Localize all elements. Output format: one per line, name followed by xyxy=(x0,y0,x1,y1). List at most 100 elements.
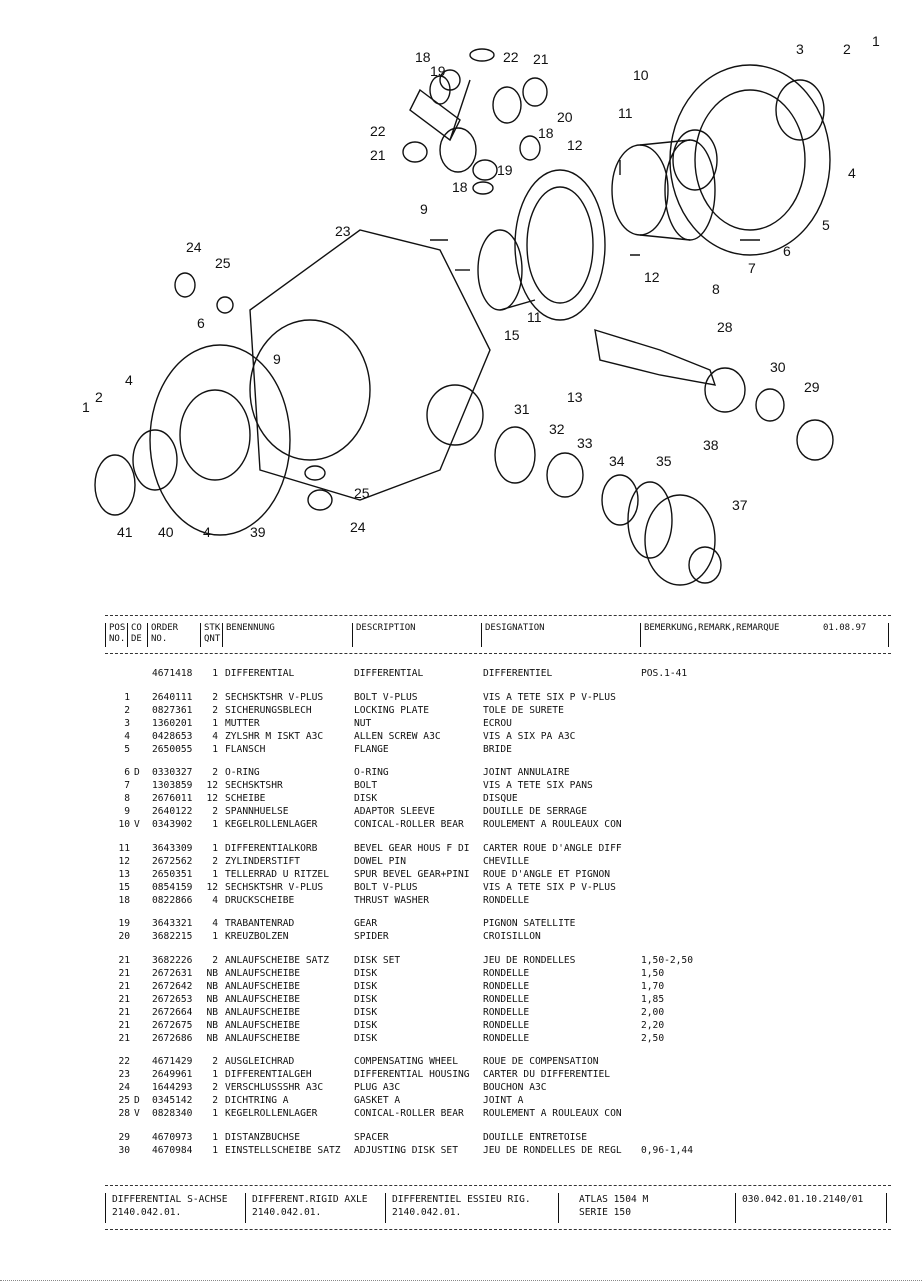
cell-de: TELLERRAD U RITZEL xyxy=(225,868,329,880)
callout-label: 35 xyxy=(656,453,672,469)
cell-pos: 11 xyxy=(118,842,130,854)
cell-de: FLANSCH xyxy=(225,743,266,755)
cell-en: CONICAL-ROLLER BEAR xyxy=(354,1108,464,1119)
cell-fr: JEU DE RONDELLES DE REGL xyxy=(483,1144,622,1156)
cell-pos: 13 xyxy=(118,868,130,880)
cell-order: 4670984 xyxy=(152,1144,193,1156)
cell-en: BOLT V-PLUS xyxy=(354,691,418,703)
cell-qty: NB xyxy=(206,1032,218,1044)
callout-label: 12 xyxy=(567,137,583,153)
cell-order: 0854159 xyxy=(152,881,193,893)
cell-en: LOCKING PLATE xyxy=(354,704,430,716)
cell-qty: 2 xyxy=(212,691,218,703)
cell-order: 2640122 xyxy=(152,806,193,817)
col-designation: DESIGNATION xyxy=(481,623,545,647)
cell-fr: PIGNON SATELLITE xyxy=(483,918,576,929)
cell-pos: 25 xyxy=(118,1095,130,1106)
cell-en: ALLEN SCREW A3C xyxy=(354,730,441,742)
cell-en: DISK SET xyxy=(354,954,401,966)
cell-pos: 21 xyxy=(118,1006,130,1018)
cell-pos: 15 xyxy=(118,881,130,893)
cell-pos: 21 xyxy=(118,1032,130,1044)
cell-de: DRUCKSCHEIBE xyxy=(225,894,295,906)
cell-order: 3643309 xyxy=(152,842,193,854)
cell-fr: ECROU xyxy=(483,717,512,729)
cell-fr: ROULEMENT A ROULEAUX CON xyxy=(483,1108,622,1119)
cell-qty: 1 xyxy=(212,1144,218,1156)
cell-qty: 1 xyxy=(212,743,218,755)
cell-de: EINSTELLSCHEIBE SATZ xyxy=(225,1144,341,1156)
cell-fr: TOLE DE SURETE xyxy=(483,704,564,716)
callout-label: 1 xyxy=(872,33,880,49)
callout-label: 34 xyxy=(609,453,625,469)
callout-label: 9 xyxy=(420,201,428,217)
cell-de: ANLAUFSCHEIBE xyxy=(225,980,301,992)
cell-qty: NB xyxy=(206,1006,218,1018)
callout-label: 39 xyxy=(250,524,266,540)
cell-fr: VIS A TETE SIX P V-PLUS xyxy=(483,691,616,703)
cell-de: DIFFERENTIALGEH xyxy=(225,1069,312,1080)
cell-fr: VIS A TETE SIX P V-PLUS xyxy=(483,881,616,893)
cell-en: DISK xyxy=(354,793,378,804)
cell-order: 0828340 xyxy=(152,1108,193,1119)
cell-qty: 2 xyxy=(212,855,218,867)
callout-label: 4 xyxy=(125,372,133,388)
cell-qty: 2 xyxy=(212,1082,218,1093)
cell-qty: NB xyxy=(206,1019,218,1031)
cell-de: SECHSKTSHR V-PLUS xyxy=(225,881,324,893)
cell-qty: 4 xyxy=(212,894,218,906)
cell-fr: VIS A SIX PA A3C xyxy=(483,730,576,742)
cell-en: SPUR BEVEL GEAR+PINI xyxy=(354,868,470,880)
cell-en: DISK xyxy=(354,980,378,992)
cell-co: V xyxy=(134,819,140,830)
cell-remark: POS.1-41 xyxy=(641,668,688,679)
cell-fr: RONDELLE xyxy=(483,1032,530,1044)
cell-qty: 12 xyxy=(206,881,218,893)
cell-pos: 21 xyxy=(118,967,130,979)
cell-de: ZYLSHR M ISKT A3C xyxy=(225,730,324,742)
callout-label: 30 xyxy=(770,359,786,375)
cell-qty: NB xyxy=(206,993,218,1005)
cell-de: ZYLINDERSTIFT xyxy=(225,855,301,867)
footer-bottom-rule xyxy=(105,1229,891,1230)
cell-fr: JOINT A xyxy=(483,1095,524,1106)
cell-en: DISK xyxy=(354,1019,378,1031)
cell-en: SPACER xyxy=(354,1131,389,1143)
callout-label: 31 xyxy=(514,401,530,417)
cell-qty: 1 xyxy=(212,717,218,729)
cell-order: 0428653 xyxy=(152,730,193,742)
cell-order: 2672686 xyxy=(152,1032,193,1044)
cell-order: 2649961 xyxy=(152,1069,193,1080)
callout-label: 3 xyxy=(796,41,804,57)
callout-label: 32 xyxy=(549,421,565,437)
col-end xyxy=(888,623,892,647)
cell-de: SCHEIBE xyxy=(225,793,266,804)
cell-pos: 20 xyxy=(118,931,130,942)
callout-label: 5 xyxy=(822,217,830,233)
cell-order: 3682215 xyxy=(152,931,193,942)
cell-de: DISTANZBUCHSE xyxy=(225,1131,301,1143)
cell-fr: DIFFERENTIEL xyxy=(483,668,553,679)
cell-order: 2672631 xyxy=(152,967,193,979)
cell-qty: 2 xyxy=(212,767,218,778)
callout-label: 38 xyxy=(703,437,719,453)
cell-en: SPIDER xyxy=(354,931,389,942)
callout-label: 22 xyxy=(370,123,386,139)
cell-pos: 21 xyxy=(118,954,130,966)
